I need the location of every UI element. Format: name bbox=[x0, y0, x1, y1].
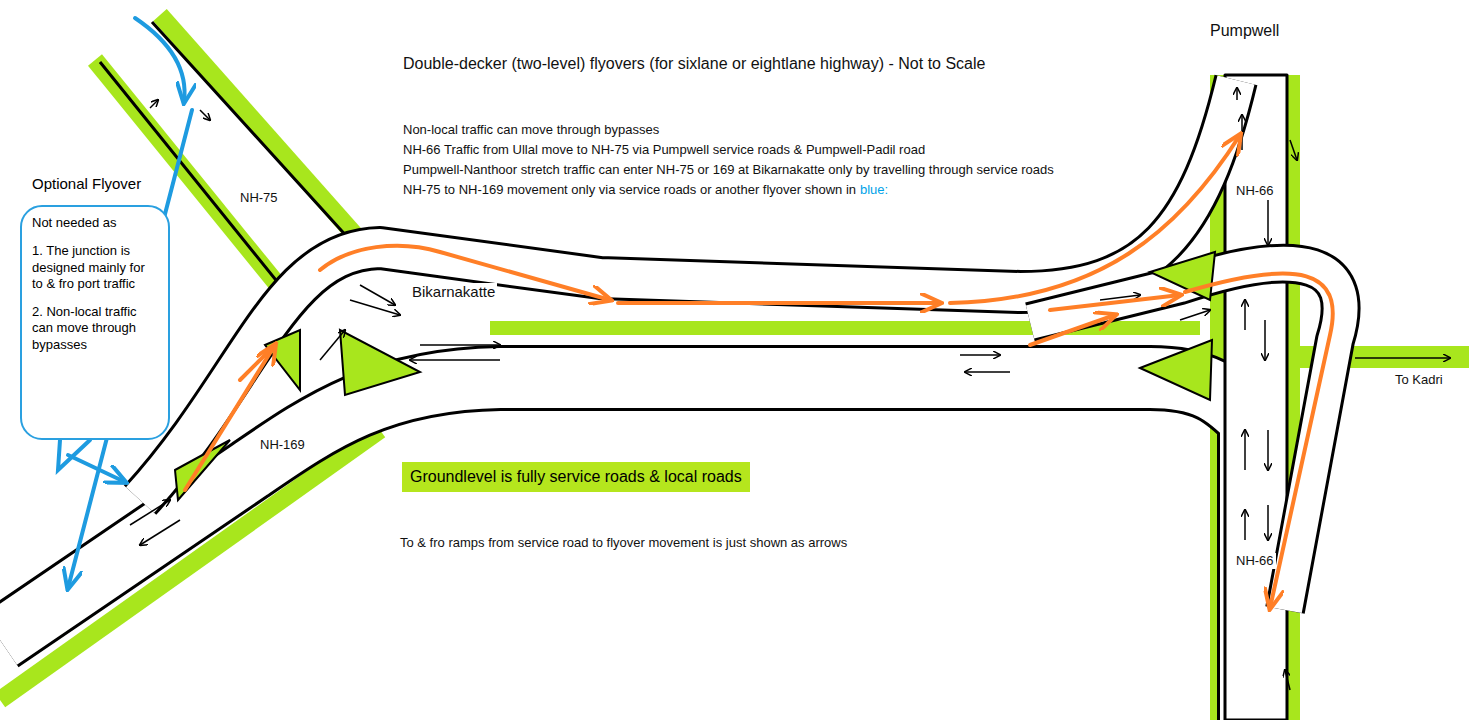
place-name: Pumpwell bbox=[1210, 21, 1279, 40]
note-text: Non-local traffic can move through bypas… bbox=[403, 122, 659, 138]
callout-heading: Optional Flyover bbox=[32, 175, 141, 192]
ground-note-box: Groundlevel is fully service roads & loc… bbox=[402, 462, 750, 492]
box-text: 2. Non-local traffic can move through by… bbox=[32, 304, 158, 353]
diagram-title: Double-decker (two-level) flyovers (for … bbox=[403, 54, 985, 73]
box-text: 1. The junction is designed mainly for t… bbox=[32, 243, 158, 292]
road-name: NH-75 bbox=[238, 190, 280, 206]
note-text: NH-75 to NH-169 movement only via servic… bbox=[403, 182, 856, 198]
note-text-blue: blue: bbox=[860, 182, 888, 198]
note-text: NH-66 Traffic from Ullal move to NH-75 v… bbox=[403, 142, 925, 158]
road-name: NH-66 bbox=[1234, 183, 1276, 199]
road-name: NH-169 bbox=[258, 437, 307, 453]
road-name: NH-66 bbox=[1234, 553, 1276, 569]
box-text: Groundlevel is fully service roads & loc… bbox=[410, 468, 742, 486]
note-text: To & fro ramps from service road to flyo… bbox=[400, 535, 847, 551]
box-text: Not needed as bbox=[32, 215, 158, 231]
note-text: Pumpwell-Nanthoor stretch traffic can en… bbox=[403, 162, 1054, 178]
place-name: Bikarnakatte bbox=[410, 283, 497, 301]
callout-box: Optional FlyoverNot needed as1. The junc… bbox=[20, 205, 170, 440]
direction-label: To Kadri bbox=[1395, 372, 1443, 388]
